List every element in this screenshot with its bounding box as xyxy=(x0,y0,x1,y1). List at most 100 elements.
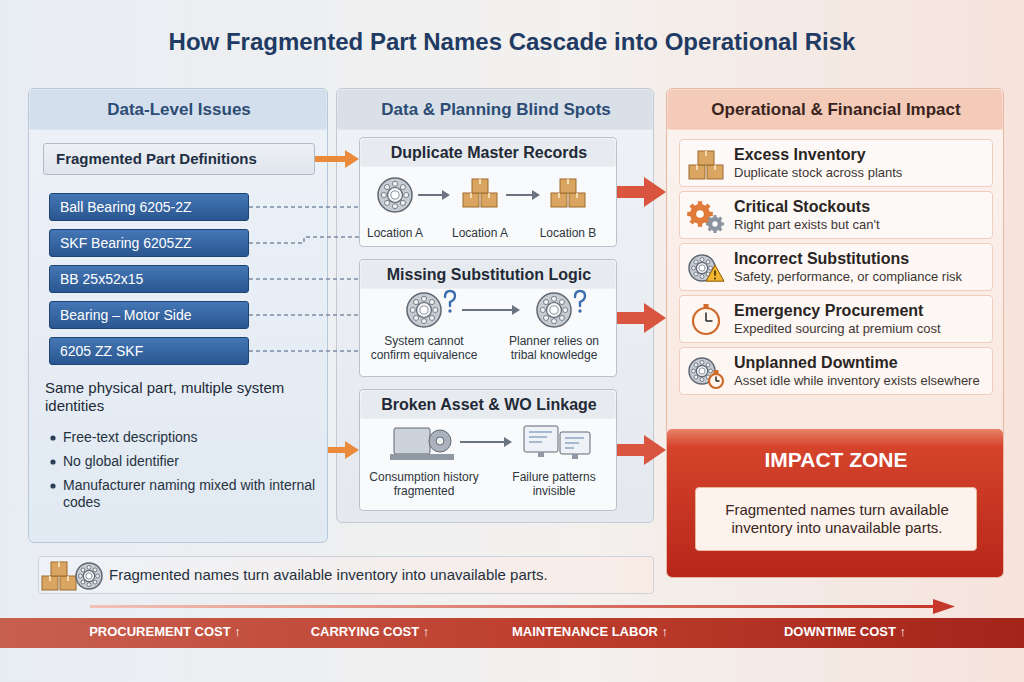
location-label: Location B xyxy=(528,226,608,240)
bearing-inner xyxy=(417,303,432,318)
clock-face xyxy=(709,374,723,388)
bullet-text: Free-text descriptions xyxy=(63,429,317,446)
gear-symbol xyxy=(706,215,724,233)
caption-slot: Failure patterns invisible xyxy=(496,470,612,499)
bearing-ball xyxy=(691,266,695,270)
bearing-ball xyxy=(392,204,397,209)
impact-item: Unplanned DowntimeAsset idle while inven… xyxy=(679,347,993,395)
title-slot: How Fragmented Part Names Cascade into O… xyxy=(0,28,1024,57)
screen-stand xyxy=(572,454,578,459)
impact-item: Emergency ProcurementExpedited sourcing … xyxy=(679,295,993,343)
bearing-ball xyxy=(563,307,568,312)
panel-title: Operational & Financial Impact xyxy=(667,100,1005,120)
bearing-ball xyxy=(414,300,419,305)
part-name-box: BB 25x52x15 xyxy=(49,265,249,293)
panel-title: Data-Level Issues xyxy=(29,100,329,120)
box-title: Broken Asset & WO Linkage xyxy=(360,395,618,414)
panel: Operational & Financial ImpactIMPACT ZON… xyxy=(666,88,1004,578)
stock-box xyxy=(42,576,58,590)
stock-box xyxy=(569,193,585,207)
bullet-dot xyxy=(50,435,55,440)
bullet-dot xyxy=(50,459,55,464)
stock-box xyxy=(481,193,497,207)
screen-line xyxy=(529,431,552,433)
warning-bar xyxy=(714,270,716,275)
part-name: Ball Bearing 6205-2Z xyxy=(60,199,240,216)
stock-box xyxy=(560,179,576,193)
dashed-link xyxy=(249,314,359,316)
bearing-bore xyxy=(550,306,558,314)
clock-hand xyxy=(706,320,713,322)
bearing-bore xyxy=(420,306,428,314)
bearing-ball xyxy=(544,315,549,320)
long-arrow-shaft xyxy=(90,605,935,608)
screen-line xyxy=(565,447,574,449)
bullet-text-slot: Free-text descriptions xyxy=(63,429,317,446)
screen-line xyxy=(565,442,579,444)
bearing-outer xyxy=(537,293,571,327)
bearing-ball xyxy=(381,192,386,197)
dashed-link xyxy=(249,278,359,280)
bearing-inner xyxy=(388,188,403,203)
cost-label: CARRYING COST ↑ xyxy=(270,624,470,640)
bearing-ball xyxy=(87,565,91,569)
bearing-bore xyxy=(699,368,705,374)
impact-title-slot: Excess Inventory xyxy=(734,145,988,164)
panel: Data & Planning Blind SpotsDuplicate Mas… xyxy=(336,88,654,523)
panel-title-slot: Data & Planning Blind Spots xyxy=(337,100,655,120)
flow-arrow xyxy=(617,312,644,324)
box-title: Fragmented Part Definitions xyxy=(56,150,306,168)
box-tape xyxy=(558,193,560,198)
cost-label-slot: DOWNTIME COST ↑ xyxy=(735,624,955,640)
gear-hole xyxy=(712,221,717,226)
impact-text-slot: Asset idle while inventory exists elsewh… xyxy=(734,373,990,389)
bearing-ball xyxy=(551,296,556,301)
bearing-ball xyxy=(400,200,405,205)
impact-title-slot: Emergency Procurement xyxy=(734,301,988,320)
issue-box: Duplicate Master RecordsLocation ALocati… xyxy=(359,137,617,247)
banner-text: Fragmented names turn available inventor… xyxy=(109,566,639,584)
machine-base xyxy=(390,454,454,460)
impact-item: Excess InventoryDuplicate stock across p… xyxy=(679,139,993,187)
impact-text-slot: Expedited sourcing at premium cost xyxy=(734,321,990,337)
box-title-slot: Missing Substitution Logic xyxy=(360,265,618,284)
panel-title-slot: Data-Level Issues xyxy=(29,100,329,120)
part-name-box: Bearing – Motor Side xyxy=(49,301,249,329)
bearing-ball xyxy=(700,378,704,382)
box-title-slot: Fragmented Part Definitions xyxy=(56,150,306,168)
flow-line xyxy=(418,194,443,196)
bearing-ball xyxy=(706,260,710,264)
bearing-ball xyxy=(421,319,426,324)
bearing-ball xyxy=(87,583,91,587)
bearing-ball xyxy=(404,192,409,197)
screen-line xyxy=(529,436,547,438)
box-tape xyxy=(488,193,490,198)
bearing-bore xyxy=(86,573,92,579)
bearing-ball xyxy=(544,300,549,305)
bullet-text-slot: No global identifier xyxy=(63,453,317,470)
impact-text: Expedited sourcing at premium cost xyxy=(734,321,990,337)
panel: Data-Level IssuesSame physical part, mul… xyxy=(28,88,328,543)
part-name: Bearing – Motor Side xyxy=(60,307,240,324)
bullet-dot xyxy=(50,483,55,488)
impact-text-slot: Duplicate stock across plants xyxy=(734,165,990,181)
part-name-slot: Ball Bearing 6205-2Z xyxy=(60,199,240,216)
box-tape xyxy=(49,576,51,581)
summary-banner: Fragmented names turn available inventor… xyxy=(38,556,654,594)
stock-box xyxy=(472,179,488,193)
clock-hand xyxy=(716,380,720,382)
stock-box xyxy=(463,193,479,207)
box-tape xyxy=(470,193,472,198)
bearing-ball xyxy=(700,360,704,364)
bearing-ball xyxy=(414,315,419,320)
panel-title-slot: Operational & Financial Impact xyxy=(667,100,1005,120)
location-label-slot: Location A xyxy=(360,226,430,240)
flow-arrow xyxy=(315,156,345,162)
flow-head xyxy=(532,190,540,200)
bearing-ball xyxy=(421,296,426,301)
impact-text-slot: Right part exists but can't xyxy=(734,217,990,233)
flow-line xyxy=(506,194,533,196)
bearing-ball xyxy=(78,574,82,578)
bearing-ball xyxy=(700,275,704,279)
bearing-ball xyxy=(540,307,545,312)
